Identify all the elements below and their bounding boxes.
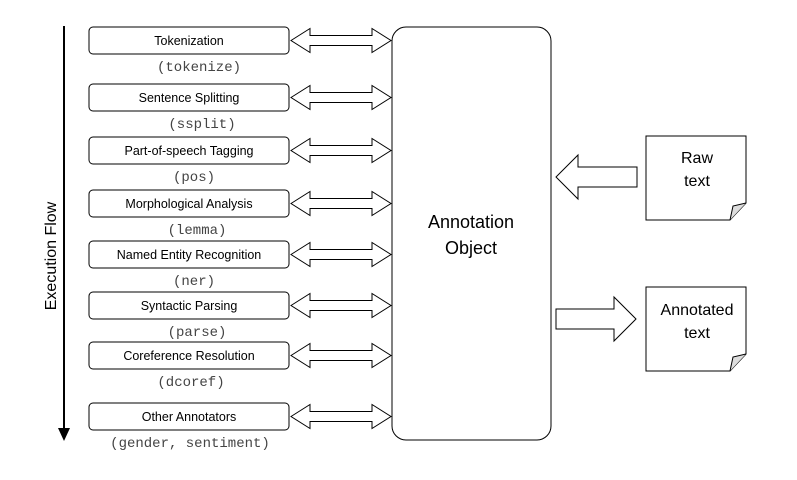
- annotator-code: (parse): [168, 325, 227, 341]
- annotator-code: (gender, sentiment): [110, 436, 270, 452]
- annotator-name: Named Entity Recognition: [117, 248, 262, 262]
- annotator-code: (tokenize): [157, 60, 241, 76]
- annotation-object-label-line1: Annotation: [428, 212, 514, 232]
- bidirectional-arrow: [290, 292, 392, 319]
- annotator-box: [88, 291, 290, 320]
- annotator-box: [88, 402, 290, 431]
- raw-text-label-line1: Raw: [681, 150, 713, 167]
- annotators-group: Tokenization (tokenize) Sentence Splitting…: [88, 26, 392, 452]
- annotated-text-document-fold: [729, 353, 747, 372]
- annotator-box: [88, 136, 290, 165]
- raw-text-label-line2: text: [684, 173, 710, 190]
- bidirectional-arrow: [290, 403, 392, 430]
- execution-flow-arrowhead: [58, 428, 70, 441]
- annotator-box: [88, 83, 290, 112]
- annotator-name: Tokenization: [154, 34, 224, 48]
- annotator-name: Syntactic Parsing: [141, 299, 238, 313]
- annotator-box: [88, 26, 290, 55]
- output-arrow: [555, 295, 637, 343]
- annotated-text-label-line1: Annotated: [661, 302, 734, 319]
- annotation-object-box: [391, 26, 552, 441]
- annotator-code: (ssplit): [168, 117, 235, 133]
- annotation-object-label-line2: Object: [445, 238, 497, 258]
- bidirectional-arrow: [290, 27, 392, 54]
- input-arrow: [555, 153, 638, 201]
- annotator-code: (ner): [173, 274, 215, 290]
- annotator-name: Part-of-speech Tagging: [124, 144, 253, 158]
- bidirectional-arrow: [290, 137, 392, 164]
- annotator-name: Sentence Splitting: [139, 91, 240, 105]
- raw-text-document-fold: [729, 202, 747, 221]
- annotator-name: Coreference Resolution: [123, 349, 254, 363]
- bidirectional-arrow: [290, 84, 392, 111]
- annotator-box: [88, 189, 290, 218]
- bidirectional-arrow: [290, 241, 392, 268]
- annotator-code: (dcoref): [157, 375, 224, 391]
- annotator-code: (pos): [173, 170, 215, 186]
- bidirectional-arrow: [290, 342, 392, 369]
- annotator-box: [88, 341, 290, 370]
- execution-flow-label: Execution Flow: [43, 201, 60, 310]
- annotator-code: (lemma): [168, 223, 227, 239]
- annotator-box: [88, 240, 290, 269]
- annotator-name: Other Annotators: [142, 410, 237, 424]
- annotator-name: Morphological Analysis: [125, 197, 252, 211]
- bidirectional-arrow: [290, 190, 392, 217]
- annotated-text-label-line2: text: [684, 325, 710, 342]
